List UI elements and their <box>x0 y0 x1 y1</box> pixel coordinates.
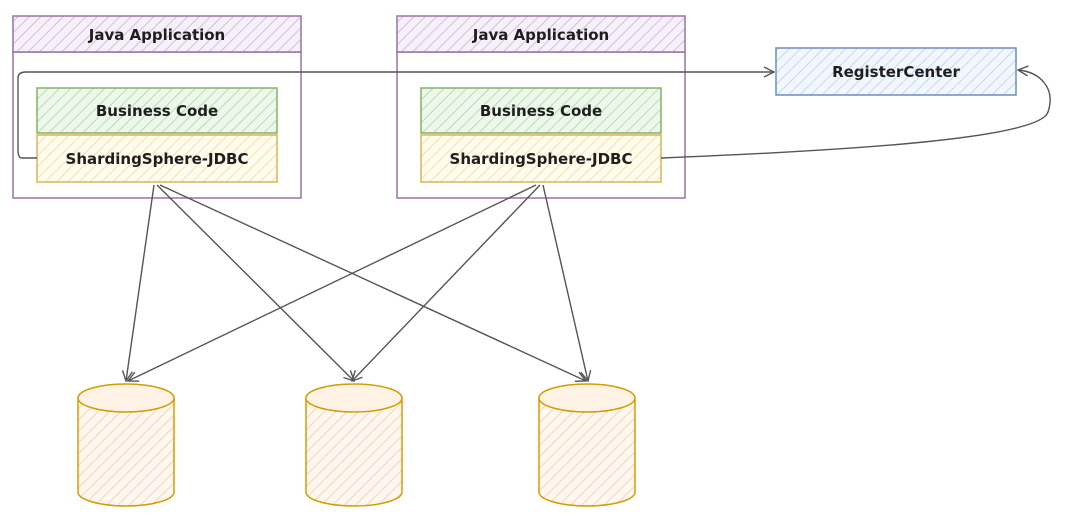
register-center-box <box>775 47 1017 96</box>
database-1-top <box>77 383 175 413</box>
database-3-top <box>538 383 636 413</box>
database-connectors <box>126 184 588 381</box>
database-2 <box>305 383 403 507</box>
business-code-1-label: Business Code <box>96 102 218 120</box>
database-3 <box>538 383 636 507</box>
register-center-label: RegisterCenter <box>832 63 960 81</box>
java-app-2-title: Java Application <box>472 26 610 44</box>
connector-jdbc2-db1 <box>128 184 537 381</box>
business-code-2-label: Business Code <box>480 102 602 120</box>
connector-jdbc2-db2 <box>352 184 541 381</box>
sharding-jdbc-1-label: ShardingSphere-JDBC <box>66 150 249 168</box>
sharding-jdbc-1-box <box>36 134 278 183</box>
sharding-jdbc-2-label: ShardingSphere-JDBC <box>450 150 633 168</box>
database-1 <box>77 383 175 507</box>
java-app-1-title: Java Application <box>88 26 226 44</box>
register-center: RegisterCenter <box>775 47 1017 96</box>
connector-app2-to-register <box>660 70 1051 159</box>
connector-app1-to-register <box>17 72 774 159</box>
database-2-body <box>305 397 403 507</box>
business-code-2-box <box>420 87 662 134</box>
connector-jdbc1-db3 <box>159 184 586 381</box>
registry-connectors <box>17 70 1051 159</box>
connector-jdbc1-db2 <box>156 184 354 381</box>
connector-jdbc1-db1 <box>126 184 155 381</box>
database-2-top <box>305 383 403 413</box>
database-1-body <box>77 397 175 507</box>
connector-jdbc2-db3 <box>542 184 588 381</box>
java-app-2-header <box>396 15 686 53</box>
java-app-1-header <box>12 15 302 53</box>
business-code-1-box <box>36 87 278 134</box>
java-app-2: Java Application Business Code ShardingS… <box>396 15 686 199</box>
java-app-1: Java Application Business Code ShardingS… <box>12 15 302 199</box>
database-3-body <box>538 397 636 507</box>
sharding-jdbc-2-box <box>420 134 662 183</box>
